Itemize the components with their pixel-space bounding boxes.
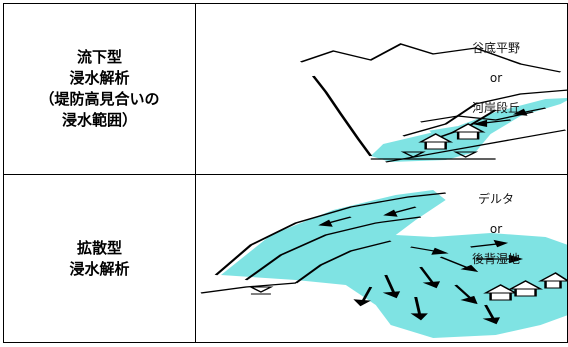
table-row-diffusion-type: 拡散型 浸水解析: [4, 175, 567, 343]
terrain-line: [311, 75, 373, 157]
comparison-table: 流下型 浸水解析 （堤防高見合いの 浸水範囲）: [3, 3, 568, 343]
terrain-line: [420, 111, 534, 123]
flow-arrow-icon: [353, 286, 373, 307]
diffusion-type-diagram: デルタ or 後背湿地: [196, 175, 567, 343]
region-connector: or: [489, 222, 503, 236]
flow-arrow-icon: [383, 206, 417, 217]
flow-arrow-icon: [475, 254, 524, 264]
riverbank-line: [214, 192, 447, 276]
row-label-flow-type: 流下型 浸水解析 （堤防高見合いの 浸水範囲）: [39, 48, 160, 129]
row-label-cell: 拡散型 浸水解析: [4, 175, 196, 343]
riverbank-line: [244, 216, 422, 281]
figure-region-label: 谷底平野 or 河岸段丘: [464, 26, 528, 131]
flow-arrow-icon: [454, 284, 478, 305]
flow-arrow-icon: [513, 107, 547, 116]
flow-arrow-icon: [419, 266, 441, 289]
riverbank-line: [294, 240, 392, 284]
house-icon: [538, 272, 567, 289]
flow-arrow-icon: [382, 274, 401, 299]
row-label-cell: 流下型 浸水解析 （堤防高見合いの 浸水範囲）: [4, 4, 196, 174]
levee-line: [200, 282, 297, 294]
region-connector: or: [489, 71, 503, 85]
flow-arrow-icon: [318, 216, 352, 227]
flow-type-illustration: [299, 43, 567, 163]
house-icon: [483, 284, 519, 301]
region-name-alt: 河岸段丘: [471, 101, 520, 115]
levee-line: [385, 129, 567, 163]
table-row-flow-type: 流下型 浸水解析 （堤防高見合いの 浸水範囲）: [4, 4, 567, 175]
row-label-diffusion-type: 拡散型 浸水解析: [69, 239, 130, 278]
figure-region-label: デルタ or 後背湿地: [464, 177, 528, 282]
flow-arrow-icon: [410, 246, 449, 255]
water-level-icon: [400, 151, 426, 160]
flow-arrow-icon: [482, 304, 501, 325]
flow-arrow-icon: [439, 256, 479, 273]
terrain-line: [299, 43, 562, 73]
region-name: 谷底平野: [471, 41, 520, 55]
flow-type-diagram: 谷底平野 or 河岸段丘: [196, 4, 567, 174]
house-icon: [508, 280, 544, 297]
flow-arrow-icon: [472, 119, 511, 127]
flow-arrow-icon: [410, 296, 428, 321]
water-level-icon: [248, 286, 274, 295]
levee-line: [402, 89, 567, 137]
region-name: デルタ: [477, 192, 514, 206]
water-level-icon: [453, 151, 479, 160]
flow-arrow-icon: [470, 239, 509, 248]
diffusion-type-illustration: [200, 190, 567, 338]
house-icon: [450, 123, 486, 140]
house-icon: [418, 133, 454, 150]
region-name-alt: 後背湿地: [471, 252, 520, 266]
flood-water-area: [220, 190, 567, 338]
